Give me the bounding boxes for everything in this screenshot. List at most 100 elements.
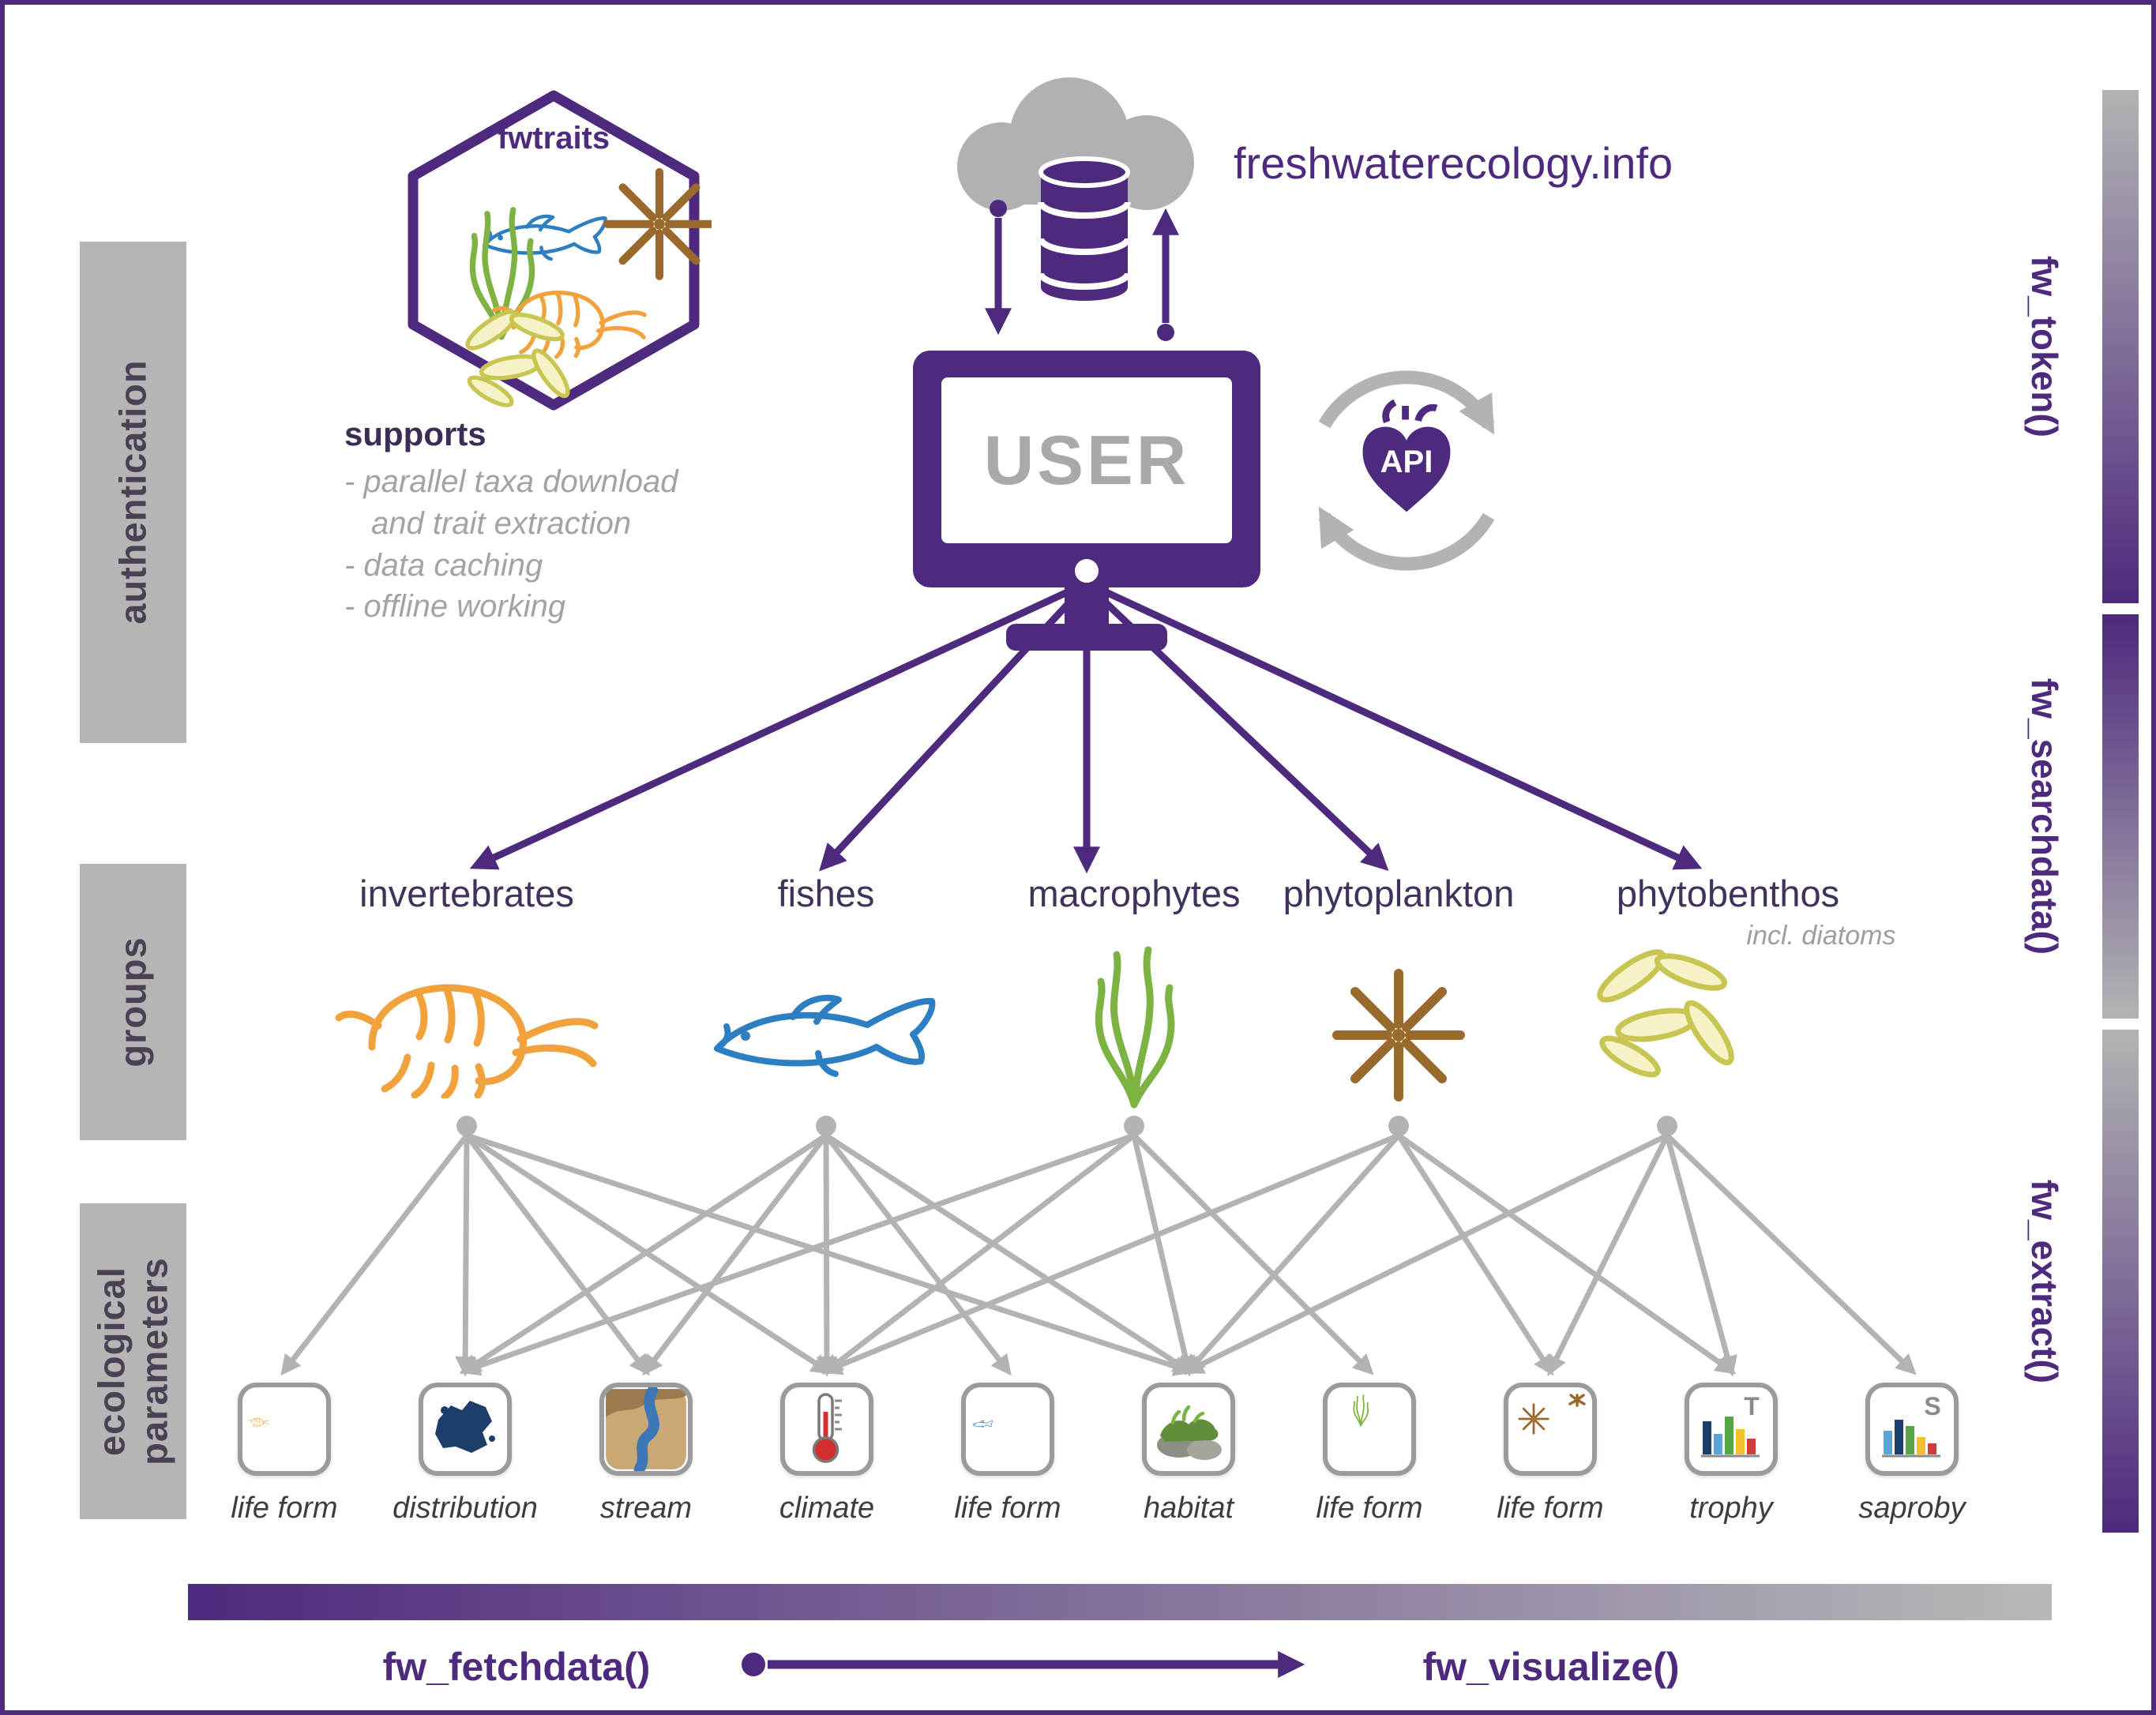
group-note-incl-diatoms: incl. diatoms (1746, 921, 1896, 951)
group-hub-dot (456, 1116, 477, 1136)
group-param-arrow (642, 1133, 828, 1376)
workflow-gradient-bar (188, 1584, 2052, 1620)
group-param-arrow (1547, 1134, 1670, 1376)
group-param-arrow (821, 1132, 1400, 1375)
phase-label-token: fw_token() (2024, 256, 2065, 437)
group-param-arrow (465, 1132, 1195, 1376)
lifeform-star-icon (1504, 1383, 1597, 1476)
monitor-screen: USER (941, 377, 1232, 543)
param-label: distribution (393, 1492, 538, 1525)
param-tile-climate: climate (779, 1383, 874, 1525)
phase-bar-searchdata (2102, 614, 2139, 1019)
param-tile-stream: stream (599, 1383, 693, 1525)
cloud-icon (957, 77, 1194, 211)
monitor-neck (1065, 586, 1109, 627)
invertebrates-icon (332, 964, 601, 1098)
phase-bar-token (2102, 90, 2139, 603)
section-bar-groups: groups (80, 864, 186, 1140)
stream-icon (599, 1383, 693, 1476)
group-param-arrow (459, 1132, 1136, 1376)
section-label-ecological-parameters: ecological parameters (90, 1257, 175, 1465)
api-icon: API (1318, 370, 1495, 571)
param-label: trophy (1689, 1492, 1773, 1525)
group-param-arrow (460, 1133, 828, 1375)
group-label-fishes: fishes (777, 873, 875, 914)
phase-label-token-wrap: fw_token() (1993, 90, 2096, 603)
group-param-arrow (1184, 1133, 1401, 1375)
group-param-arrow (1396, 1133, 1737, 1375)
phytobenthos-icon (1584, 936, 1750, 1094)
param-label: climate (779, 1492, 875, 1525)
phase-bar-extract (2102, 1030, 2139, 1533)
section-bar-ecological-parameters: ecological parameters (80, 1203, 186, 1519)
supports-item: - offline working (344, 589, 566, 625)
supports-item: - data caching (344, 547, 543, 583)
group-label-phytoplankton: phytoplankton (1283, 873, 1515, 914)
trophy-chart-icon: T (1685, 1383, 1778, 1476)
group-param-arrow (1396, 1134, 1554, 1376)
param-tile-lifeform-plankton: life form (1497, 1383, 1604, 1525)
database-icon (1038, 156, 1131, 301)
group-param-arrow (1132, 1133, 1374, 1375)
param-tile-distribution: distribution (393, 1383, 538, 1525)
visualize-label: fw_visualize() (1422, 1645, 1680, 1689)
param-label: life form (1497, 1492, 1604, 1525)
site-title: freshwaterecology.info (1234, 138, 1673, 188)
group-param-arrow (465, 1133, 832, 1375)
section-bar-authentication: authentication (80, 242, 186, 743)
supports-title: supports (344, 415, 486, 452)
group-hub-dot (1388, 1116, 1409, 1136)
group-param-arrow (1664, 1135, 1737, 1377)
group-hub-dot (1124, 1116, 1144, 1136)
phase-label-searchdata: fw_searchdata() (2024, 677, 2066, 955)
fwtraits-hex-logo: fwtraits (408, 90, 712, 415)
phase-label-extract-wrap: fw_extract() (1993, 1030, 2096, 1533)
phytoplankton-icon (1328, 964, 1470, 1106)
param-tile-saproby: S saproby (1858, 1383, 1966, 1525)
phase-label-searchdata-wrap: fw_searchdata() (1993, 614, 2096, 1019)
thermometer-icon (780, 1383, 873, 1476)
download-arrow (985, 200, 1012, 336)
group-hub-dot (1657, 1116, 1677, 1136)
distribution-map-icon (419, 1383, 512, 1476)
hex-logo-label: fwtraits (498, 121, 610, 156)
upload-arrow (1152, 208, 1179, 341)
user-label: USER (983, 421, 1190, 499)
lifeform-plant-icon (1323, 1383, 1416, 1476)
api-label: API (1380, 445, 1433, 479)
lifeform-fish-icon (961, 1383, 1054, 1476)
group-param-arrow (824, 1133, 1194, 1375)
param-tile-lifeform-invertebrate: life form (231, 1383, 338, 1525)
group-label-invertebrates: invertebrates (359, 873, 574, 914)
param-tile-habitat: habitat (1142, 1383, 1235, 1525)
param-label: habitat (1143, 1492, 1234, 1525)
param-tile-trophy: T trophy (1685, 1383, 1778, 1525)
param-label: stream (599, 1492, 693, 1525)
saproby-chart-icon: S (1865, 1383, 1959, 1476)
section-label-authentication: authentication (111, 359, 154, 625)
group-param-arrow (1665, 1133, 1917, 1375)
section-label-groups: groups (111, 936, 154, 1068)
group-param-arrow (455, 1135, 476, 1377)
trophy-letter: T (1744, 1392, 1760, 1420)
lifeform-invertebrate-icon (238, 1383, 331, 1476)
macrophytes-icon (1071, 940, 1197, 1110)
group-label-macrophytes: macrophytes (1027, 873, 1241, 914)
group-param-arrow (464, 1133, 650, 1376)
phase-label-extract: fw_extract() (2024, 1179, 2066, 1383)
group-param-arrow (280, 1133, 469, 1376)
workflow-arrow (742, 1651, 1305, 1678)
group-param-arrow (824, 1133, 1012, 1376)
heart-icon (1362, 399, 1451, 512)
user-monitor: USER (913, 351, 1260, 587)
monitor-hub-dot (1075, 559, 1099, 583)
group-param-arrow (816, 1135, 837, 1377)
supports-item: - parallel taxa download (344, 464, 678, 499)
supports-item: and trait extraction (371, 505, 632, 541)
saproby-letter: S (1924, 1392, 1940, 1420)
param-label: life form (231, 1492, 338, 1525)
group-label-phytobenthos: phytobenthos (1616, 873, 1840, 914)
network-arrows (280, 1116, 1917, 1377)
param-label: saproby (1858, 1492, 1966, 1525)
